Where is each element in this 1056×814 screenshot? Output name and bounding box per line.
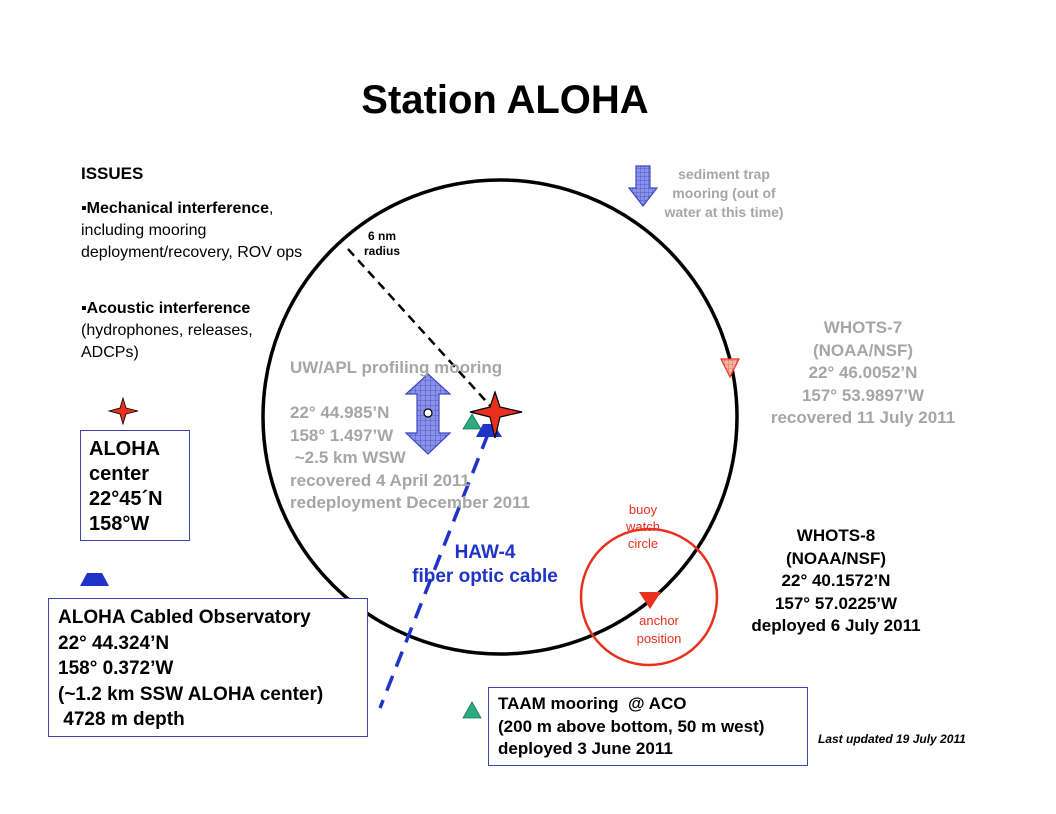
aco-line: 22° 44.324’N xyxy=(58,632,170,654)
issue-bullet: ▪ xyxy=(81,300,87,317)
radius-label-line: 6 nm xyxy=(367,229,396,243)
taam-line: deployed 3 June 2011 xyxy=(498,739,673,758)
issues-heading: ISSUES xyxy=(81,164,144,183)
uwapl-line: ~2.5 km WSW xyxy=(290,448,406,467)
haw4-line: fiber optic cable xyxy=(412,566,558,587)
whots7-marker-icon xyxy=(720,358,740,379)
whots8-line: 22° 40.1572’N xyxy=(781,571,891,590)
whots7-line: WHOTS-7 xyxy=(823,318,903,337)
aco-box: ALOHA Cabled Observatory 22° 44.324’N 15… xyxy=(48,598,368,737)
aloha-center-line: center xyxy=(89,463,150,485)
whots7-line: 157° 53.9897’W xyxy=(801,385,925,405)
uwapl-line: redeployment December 2011 xyxy=(290,493,531,512)
uwapl-details: 22° 44.985’N 158° 1.497’W ~2.5 km WSW re… xyxy=(290,402,530,515)
anchor-label: anchor position xyxy=(626,612,692,648)
aloha-center-box: ALOHA center 22°45´N 158°W xyxy=(80,430,190,541)
radius-label: 6 nm radius xyxy=(356,229,408,259)
sediment-trap-arrow-icon xyxy=(627,165,659,207)
sediment-trap-label: sediment trap mooring (out of water at t… xyxy=(650,165,798,222)
whots8-label: WHOTS-8 (NOAA/NSF) 22° 40.1572’N 157° 57… xyxy=(738,525,934,638)
legend-star-icon xyxy=(107,396,139,426)
profiler-center-dot xyxy=(423,408,433,418)
buoy-watch-label: buoy watch circle xyxy=(618,501,668,552)
anchor-line: position xyxy=(636,631,682,646)
aco-line: ALOHA Cabled Observatory xyxy=(58,607,311,628)
taam-line: TAAM mooring @ ACO xyxy=(498,694,687,713)
whots7-line: 22° 46.0052’N xyxy=(808,363,918,382)
sediment-trap-line: water at this time) xyxy=(664,204,784,220)
buoy-watch-line: watch xyxy=(626,519,660,534)
haw4-label: HAW-4 fiber optic cable xyxy=(396,541,574,589)
aloha-center-line: 158°W xyxy=(89,513,150,535)
sediment-trap-line: mooring (out of xyxy=(672,185,776,201)
issue-mechanical: ▪Mechanical interference, including moor… xyxy=(81,198,316,264)
whots8-line: (NOAA/NSF) xyxy=(785,548,887,568)
radius-label-line: radius xyxy=(363,244,400,258)
aco-line: (~1.2 km SSW ALOHA center) xyxy=(58,683,324,705)
radius-line xyxy=(347,248,495,411)
buoy-watch-circle xyxy=(579,527,719,667)
sediment-trap-line: sediment trap xyxy=(678,166,770,182)
issue-acoustic-bold: Acoustic interference xyxy=(86,300,251,317)
whots7-line: (NOAA/NSF) xyxy=(812,340,914,360)
whots8-line: WHOTS-8 xyxy=(796,526,876,545)
issue-acoustic-rest: (hydrophones, releases, ADCPs) xyxy=(81,322,253,361)
station-6nm-circle xyxy=(261,178,739,656)
whots7-line: recovered 11 July 2011 xyxy=(770,408,956,427)
haw4-line: HAW-4 xyxy=(454,542,516,563)
taam-box: TAAM mooring @ ACO (200 m above bottom, … xyxy=(488,687,808,766)
aco-line: 158° 0.372’W xyxy=(58,658,174,679)
page-title: Station ALOHA xyxy=(361,78,649,122)
whots8-line: deployed 6 July 2011 xyxy=(751,616,921,635)
buoy-watch-line: buoy xyxy=(628,502,658,517)
haw4-cable-line xyxy=(378,433,490,709)
last-updated-note: Last updated 19 July 2011 xyxy=(818,732,966,746)
issue-bullet: ▪ xyxy=(81,200,87,217)
issue-mechanical-rest: , including mooring deployment/recovery,… xyxy=(81,200,303,261)
aloha-center-star-icon xyxy=(469,390,523,439)
whots7-label: WHOTS-7 (NOAA/NSF) 22° 46.0052’N 157° 53… xyxy=(758,317,968,430)
buoy-watch-line: circle xyxy=(627,536,659,551)
uwapl-line: 22° 44.985’N xyxy=(290,403,390,422)
legend-triangle-icon xyxy=(462,701,482,719)
uwapl-heading: UW/APL profiling mooring xyxy=(290,358,503,377)
taam-line: (200 m above bottom, 50 m west) xyxy=(498,716,765,736)
uwapl-line: 158° 1.497’W xyxy=(290,425,394,445)
anchor-line: anchor xyxy=(639,613,679,628)
aco-line: 4728 m depth xyxy=(58,709,185,730)
uwapl-line: recovered 4 April 2011 xyxy=(290,470,470,490)
taam-triangle-icon xyxy=(462,413,482,430)
aloha-center-line: ALOHA xyxy=(89,438,161,460)
anchor-position-icon xyxy=(639,592,661,609)
legend-trapezoid-icon xyxy=(80,573,109,586)
whots8-line: 157° 57.0225’W xyxy=(774,593,898,613)
issue-acoustic: ▪Acoustic interference (hydrophones, rel… xyxy=(81,298,286,364)
issue-mechanical-bold: Mechanical interference xyxy=(86,200,269,217)
aloha-center-line: 22°45´N xyxy=(89,488,163,510)
